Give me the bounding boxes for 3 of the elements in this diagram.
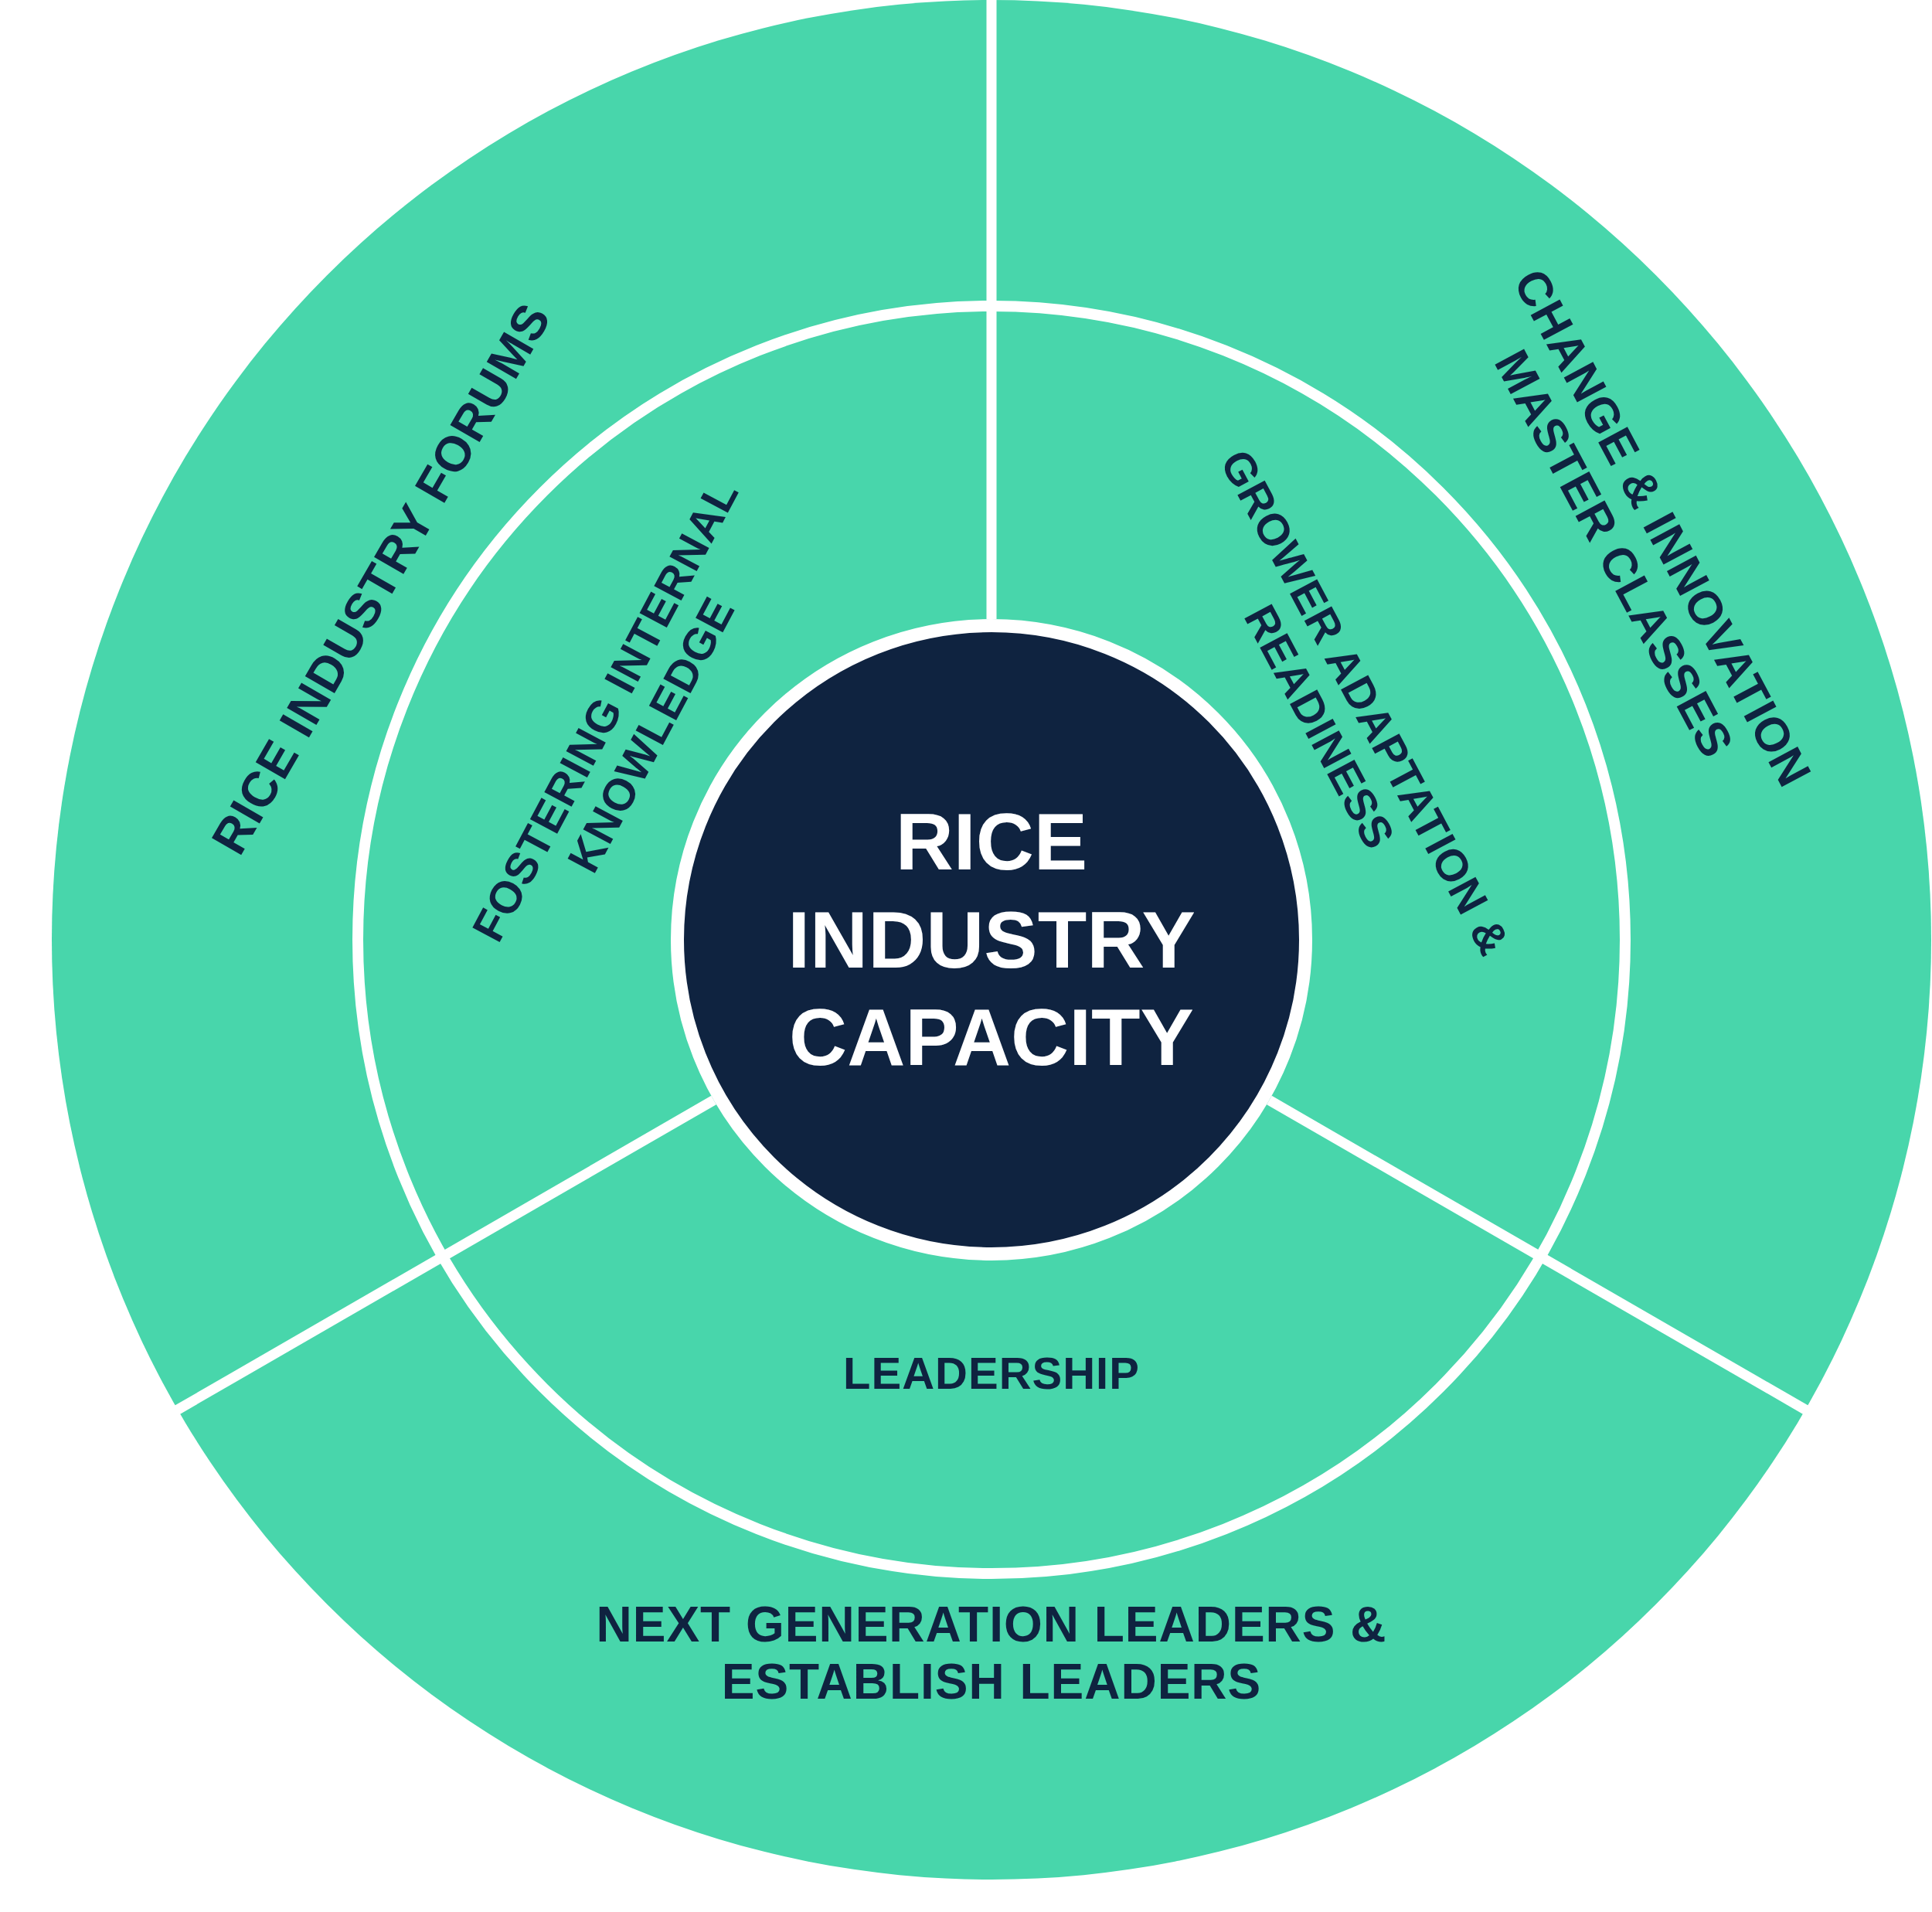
segment-label: NEXT GENERATION LEADERS & ESTABLISH LEADERS — [595, 1597, 1388, 1711]
segment-label: LEADERSHIP — [843, 1347, 1140, 1400]
center-title: RICE INDUSTRY CAPACITY — [787, 795, 1196, 1084]
